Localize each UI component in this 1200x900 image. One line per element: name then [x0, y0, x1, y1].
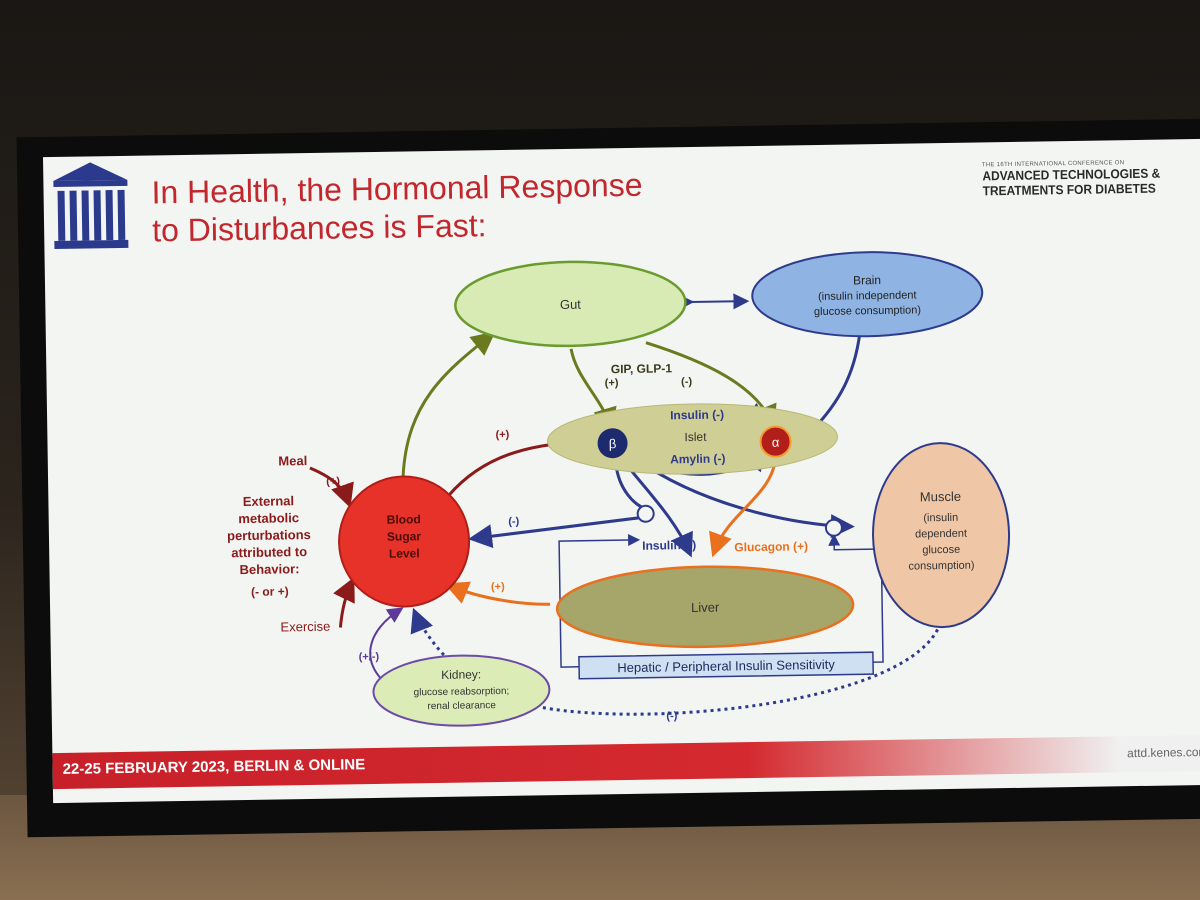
gip-glp1-label: GIP, GLP-1 — [611, 361, 673, 376]
behavior-line-4: attributed to — [231, 544, 307, 560]
muscle-line-5: consumption) — [908, 560, 974, 573]
exercise-arrow — [333, 576, 355, 628]
blood-to-beta-sign: (+) — [495, 429, 509, 441]
presentation-slide: In Health, the Hormonal Response to Dist… — [42, 138, 1200, 804]
beta-cell — [597, 428, 628, 459]
blood-line-1: Blood — [387, 512, 421, 527]
hormonal-response-diagram: Gut Brain (insulin independent glucose c… — [227, 251, 1011, 727]
meal-arrow — [309, 466, 354, 509]
node-to-blood-arrow — [468, 516, 639, 549]
behavior-line-5: Behavior: — [239, 561, 299, 577]
behavior-line-2: metabolic — [238, 510, 299, 526]
insulin-junction-node — [636, 504, 655, 523]
kidney-line-1: glucose reabsorption; — [414, 686, 510, 699]
kidney-to-blood-dotted — [410, 607, 445, 656]
gut-label: Gut — [560, 297, 582, 312]
university-logo — [53, 162, 129, 249]
liver-to-blood-arrow — [444, 581, 551, 606]
muscle-line-2: (insulin — [923, 512, 958, 525]
muscle-title: Muscle — [920, 489, 961, 505]
insulin-islet-label: Insulin (-) — [670, 407, 724, 422]
muscle-to-kidney-dotted — [541, 622, 942, 716]
blood-to-gut-arrow — [401, 331, 496, 477]
amylin-islet-label: Amylin (-) — [670, 451, 726, 466]
kidney-title: Kidney: — [441, 667, 481, 682]
beta-label: β — [609, 436, 617, 451]
brain-node — [751, 251, 984, 338]
gip-plus-label: (+) — [605, 377, 619, 389]
meal-plus-label: (+) — [326, 476, 340, 488]
kidney-blood-link — [369, 607, 404, 698]
liver-to-blood-sign: (+) — [491, 581, 505, 593]
liver-node — [555, 565, 855, 649]
meal-label: Meal — [278, 453, 307, 468]
behavior-sign-label: (- or +) — [251, 584, 289, 599]
brain-title: Brain — [853, 273, 881, 287]
glucagon-liver-label: Glucagon (+) — [734, 539, 808, 554]
brain-line-2: glucose consumption) — [814, 304, 921, 318]
blood-line-3: Level — [389, 546, 420, 560]
behavior-line-1: External — [243, 493, 295, 509]
insulin-liver-label: Insulin (-) — [642, 538, 696, 553]
footer-url: attd.kenes.com — [1127, 744, 1200, 761]
muscle-node — [872, 442, 1011, 629]
islet-label: Islet — [684, 430, 707, 444]
gip-minus-label: (-) — [681, 376, 693, 388]
kidney-line-2: renal clearance — [427, 700, 496, 712]
footer-date: 22-25 FEBRUARY 2023, BERLIN & ONLINE — [62, 756, 366, 778]
alpha-cell — [759, 425, 792, 458]
brain-to-islet-line — [811, 324, 863, 432]
behavior-line-3: perturbations — [227, 527, 311, 543]
brain-line-1: (insulin independent — [818, 289, 917, 303]
muscle-junction-node — [824, 518, 843, 537]
alpha-label: α — [772, 435, 780, 450]
liver-label: Liver — [691, 600, 720, 615]
blood-sugar-node — [338, 475, 471, 608]
kidney-node — [372, 654, 551, 727]
alpha-to-liver-glucagon-arrow — [709, 455, 778, 558]
insulin-sensitivity-box — [578, 651, 874, 680]
islet-node — [547, 403, 838, 475]
gut-brain-link — [678, 293, 750, 311]
insulin-to-blood-sign: (-) — [508, 516, 520, 528]
exercise-label: Exercise — [280, 619, 330, 635]
kidney-sign-label: (+/-) — [359, 651, 380, 663]
blood-line-2: Sugar — [387, 529, 422, 544]
muscle-line-3: dependent — [915, 528, 967, 541]
muscle-kidney-sign: (-) — [666, 710, 678, 722]
muscle-line-4: glucose — [922, 544, 960, 557]
gut-node — [454, 260, 687, 348]
insulin-sensitivity-label: Hepatic / Peripheral Insulin Sensitivity — [617, 657, 835, 675]
